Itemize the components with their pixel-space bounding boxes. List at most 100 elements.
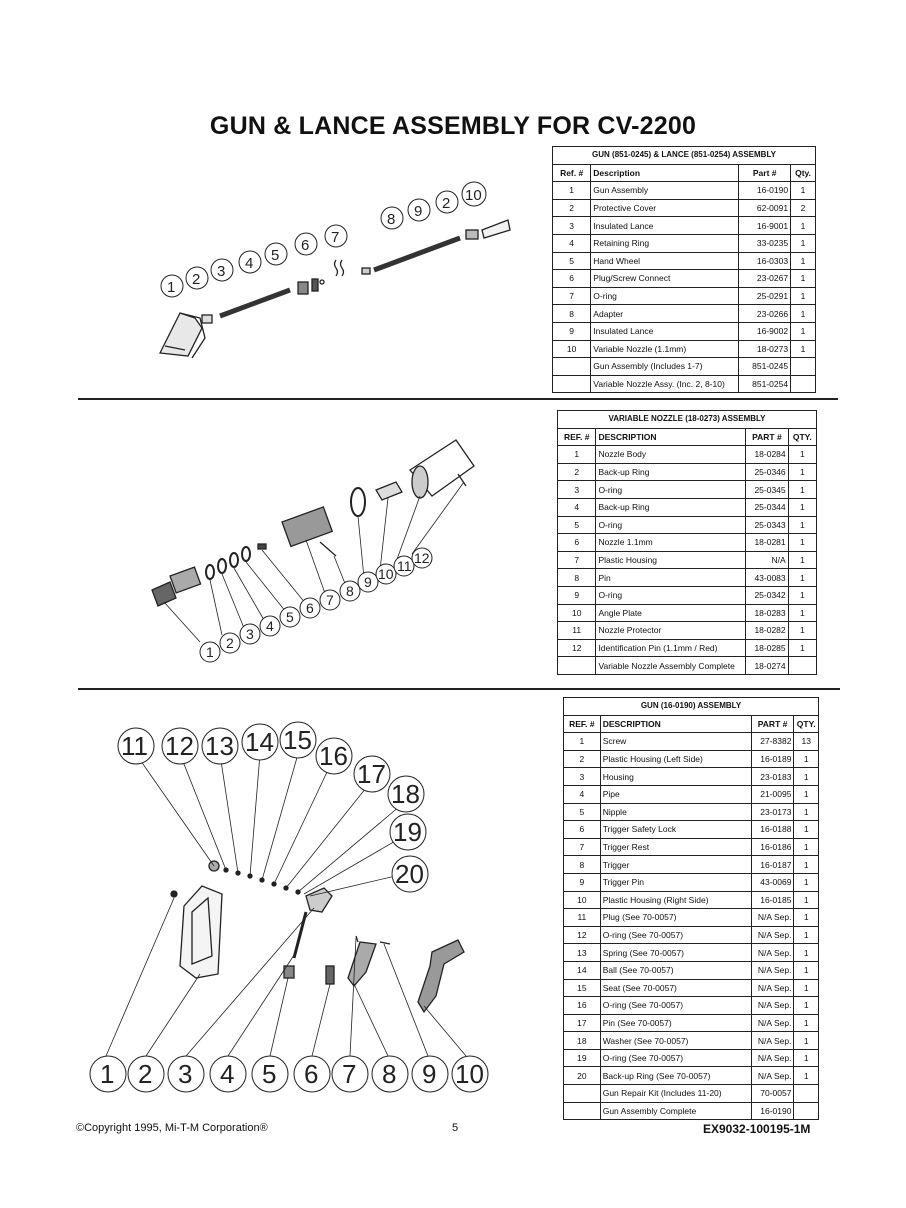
description-cell: Variable Nozzle (1.1mm) <box>590 339 740 359</box>
qty-cell: 1 <box>793 890 819 910</box>
description-cell: O-ring (See 70-0057) <box>599 996 752 1015</box>
part-number-cell: 62-0091 <box>738 198 792 218</box>
table-row: Gun Repair Kit (Includes 11-20)70-0057 <box>563 1084 819 1103</box>
part-number-cell: N/A Sep. <box>750 1066 795 1086</box>
qty-cell: 1 <box>790 321 816 341</box>
ref-cell: 12 <box>556 638 597 658</box>
qty-cell: 1 <box>793 802 819 822</box>
callout: 15 <box>283 725 312 755</box>
description-cell: Plastic Housing (Right Side) <box>599 890 752 910</box>
qty-cell: 2 <box>790 198 816 218</box>
callout: 10 <box>465 187 482 204</box>
qty-cell: 1 <box>793 1066 819 1086</box>
section-divider <box>78 688 840 690</box>
ref-cell: 6 <box>556 533 597 552</box>
qty-cell: 1 <box>793 855 819 874</box>
callout: 9 <box>414 203 422 220</box>
ref-cell: 10 <box>551 339 592 359</box>
description-cell: Back-up Ring (See 70-0057) <box>599 1066 752 1086</box>
ref-cell: 3 <box>551 216 592 235</box>
description-cell: O-ring (See 70-0057) <box>599 925 752 945</box>
callout: 5 <box>262 1059 276 1089</box>
callout: 1 <box>167 279 175 296</box>
qty-cell: 1 <box>787 585 818 605</box>
callout: 8 <box>382 1059 396 1089</box>
qty-cell: 1 <box>793 943 819 962</box>
description-cell: Nozzle 1.1mm <box>595 533 747 552</box>
description-cell: Pipe <box>599 784 752 804</box>
part-number-cell: 25-0345 <box>745 480 789 499</box>
qty-cell: 1 <box>787 621 818 640</box>
callout: 1 <box>100 1059 114 1089</box>
callout: 3 <box>178 1059 192 1089</box>
qty-cell: 1 <box>793 820 819 839</box>
ref-cell: 4 <box>556 497 597 517</box>
part-number-cell: N/A Sep. <box>750 996 795 1015</box>
description-cell: Housing <box>599 767 752 786</box>
qty-cell: 1 <box>793 978 819 998</box>
part-number-cell: N/A Sep. <box>750 978 795 998</box>
page-number: 5 <box>452 1122 459 1134</box>
description-cell: Gun Assembly Complete <box>599 1101 752 1121</box>
qty-cell: 1 <box>793 1013 819 1033</box>
ref-cell: 6 <box>563 820 601 839</box>
description-cell: Protective Cover <box>590 198 740 218</box>
part-number-cell: N/A Sep. <box>750 908 795 927</box>
table-caption: VARIABLE NOZZLE (18-0273) ASSEMBLY <box>557 410 817 429</box>
callout: 2 <box>442 195 450 212</box>
description-cell: Screw <box>599 732 752 751</box>
table-row: Gun Assembly (Includes 1-7)851-0245 <box>551 357 816 376</box>
part-number-cell: 43-0069 <box>750 872 795 892</box>
ref-cell: 9 <box>551 321 592 341</box>
description-cell: Nozzle Protector <box>595 621 747 640</box>
ref-cell: 2 <box>556 462 597 482</box>
ref-cell <box>551 374 592 394</box>
ref-cell: 18 <box>563 1031 601 1050</box>
ref-cell: 5 <box>563 802 601 822</box>
callout: 6 <box>304 1059 318 1089</box>
qty-cell: 1 <box>793 960 819 980</box>
callout: 9 <box>364 574 372 590</box>
qty-cell <box>787 656 818 675</box>
description-cell: Trigger Safety Lock <box>599 820 752 839</box>
ref-cell: 8 <box>551 304 592 323</box>
part-number-cell: 851-0245 <box>738 357 792 376</box>
part-number-cell: 23-0267 <box>738 269 792 288</box>
part-number-cell: 16-9002 <box>738 321 792 341</box>
ref-cell: 7 <box>551 286 592 306</box>
description-cell: Ball (See 70-0057) <box>599 960 752 980</box>
part-number-cell: 16-0185 <box>750 890 795 910</box>
description-cell: Back-up Ring <box>595 462 747 482</box>
callout: 14 <box>245 727 274 757</box>
part-number-cell: 18-0283 <box>745 603 789 623</box>
description-cell: Variable Nozzle Assembly Complete <box>595 656 747 675</box>
ref-cell: 2 <box>563 749 601 769</box>
gun-lance-parts-table: GUN (851-0245) & LANCE (851-0254) ASSEMB… <box>551 146 816 394</box>
part-number-cell: 25-0343 <box>745 515 789 535</box>
callout: 3 <box>217 263 225 280</box>
ref-cell: 4 <box>551 233 592 253</box>
description-cell: Pin <box>595 568 747 587</box>
description-cell: Nozzle Body <box>595 445 747 464</box>
part-number-cell: 23-0183 <box>750 767 795 786</box>
description-cell: Gun Assembly <box>590 181 740 200</box>
description-cell: Insulated Lance <box>590 216 740 235</box>
callout: 7 <box>342 1059 356 1089</box>
description-cell: Plastic Housing <box>595 550 747 570</box>
callout: 7 <box>326 592 334 608</box>
ref-cell: 16 <box>563 996 601 1015</box>
